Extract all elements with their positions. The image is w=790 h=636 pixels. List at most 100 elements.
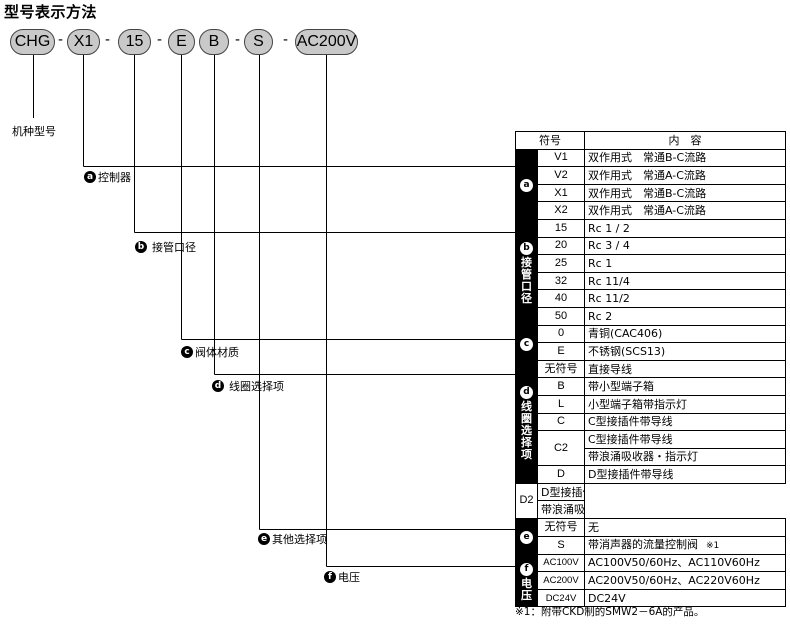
group-d-badge: d 线圈选择项: [515, 359, 538, 484]
row-symbol: 50: [537, 306, 585, 326]
table-row: V2 双作用式 常通A-C流路: [516, 166, 786, 185]
row-content-text: 带消声器的流量控制阀: [588, 537, 698, 551]
row-symbol: 25: [537, 254, 585, 273]
group-a-badge: a: [515, 148, 538, 220]
row-content: Rc 1: [584, 254, 786, 273]
row-symbol: 0: [537, 324, 585, 344]
callout-label: 电压: [338, 571, 360, 584]
row-symbol: C: [537, 412, 585, 432]
row-symbol: B: [537, 377, 585, 396]
header-content: 内 容: [584, 131, 786, 150]
model-segment-other-option: S: [244, 29, 273, 55]
row-content: 不锈钢(SCS13): [584, 342, 786, 361]
group-c-badge: c: [515, 324, 538, 361]
page-title: 型号表示方法: [4, 3, 98, 21]
row-symbol: V1: [537, 148, 585, 168]
row-content: D型接插件带导线: [537, 482, 585, 502]
header-symbol: 符号: [515, 131, 585, 150]
callout-f-voltage: f 电压: [324, 569, 360, 585]
table-row: e 无符号 无: [515, 518, 786, 555]
table-row: a V1 双作用式 常通B-C流路: [515, 148, 786, 220]
spec-table: 符号 内 容 a V1 双作用式 常通B-C流路 V2 双作用式 常通A-C流路…: [515, 131, 786, 608]
row-content-line2: 带浪涌吸收器・指示灯: [584, 447, 786, 467]
row-symbol: 无符号: [537, 359, 585, 379]
table-row: C C型接插件带导线: [516, 412, 786, 432]
badge-a: a: [520, 179, 533, 193]
badge-c: c: [181, 346, 193, 358]
table-row: 50 Rc 2: [516, 306, 786, 326]
row-content: AC200V50/60Hz、AC220V60Hz: [584, 571, 786, 590]
callout-b-port-size: b 接管口径: [135, 239, 196, 255]
separator: -: [105, 31, 110, 48]
row-content: C型接插件带导线: [584, 430, 786, 449]
table-row: b 接管口径 15 Rc 1 / 2: [515, 218, 786, 326]
separator: -: [157, 31, 162, 48]
model-segment-voltage: AC200V: [295, 29, 358, 55]
row-content: Rc 11/2: [584, 289, 786, 308]
badge-c: c: [520, 337, 533, 351]
row-symbol: 40: [537, 289, 585, 308]
row-content-line2: 带浪涌吸收器・指示灯: [537, 500, 585, 520]
badge-d: d: [520, 385, 533, 399]
callout-d-coil-option: d 线圈选择项: [212, 378, 284, 394]
row-content: 双作用式 常通B-C流路: [584, 148, 786, 168]
row-content: 小型端子箱带指示灯: [584, 394, 786, 414]
row-symbol: E: [537, 342, 585, 361]
callout-label: 阀体材质: [195, 346, 239, 359]
table-header-row: 符号 内 容: [515, 131, 786, 150]
model-segment-controller: X1: [67, 29, 100, 55]
row-symbol: X1: [537, 183, 585, 203]
table-row: B 带小型端子箱: [516, 377, 786, 396]
table-row: AC200V AC200V50/60Hz、AC220V60Hz: [516, 571, 786, 590]
table-row: c 0 青铜(CAC406): [515, 324, 786, 361]
badge-e: e: [258, 533, 270, 545]
row-content: C型接插件带导线: [584, 412, 786, 432]
separator: -: [58, 31, 63, 48]
row-content: 双作用式 常通A-C流路: [584, 166, 786, 185]
badge-d: d: [212, 380, 224, 392]
badge-b: b: [520, 242, 533, 256]
row-symbol: 32: [537, 271, 585, 291]
model-segment-series: CHG: [10, 29, 55, 55]
row-content: 青铜(CAC406): [584, 324, 786, 344]
badge-a: a: [84, 171, 96, 183]
table-row: 带浪涌吸收器・指示灯: [516, 500, 786, 520]
row-content: DC24V: [584, 588, 786, 608]
model-segment-port-size: 15: [118, 29, 151, 55]
row-content: 双作用式 常通B-C流路: [584, 183, 786, 203]
table-row: L 小型端子箱带指示灯: [516, 394, 786, 414]
model-segment-body-material: E: [168, 29, 195, 55]
badge-b: b: [135, 241, 147, 253]
callout-label: 线圈选择项: [229, 380, 284, 393]
group-b-vertical-label: 接管口径: [521, 256, 532, 306]
table-row: S 带消声器的流量控制阀※1: [516, 535, 786, 555]
row-content: 带小型端子箱: [584, 377, 786, 396]
group-f-vertical-label: 电压: [521, 576, 532, 602]
row-content: 直接导线: [584, 359, 786, 379]
separator: -: [283, 31, 288, 48]
table-row: X2 双作用式 常通A-C流路: [516, 201, 786, 220]
row-symbol: DC24V: [537, 588, 585, 608]
table-row: X1 双作用式 常通B-C流路: [516, 183, 786, 203]
row-content: Rc 2: [584, 306, 786, 326]
row-content: Rc 1 / 2: [584, 218, 786, 238]
row-content: 带消声器的流量控制阀※1: [584, 535, 786, 555]
badge-f: f: [324, 571, 336, 583]
table-row: f 电压 AC100V AC100V50/60Hz、AC110V60Hz: [515, 553, 786, 608]
table-row: d 线圈选择项 无符号 直接导线: [515, 359, 786, 484]
model-segment-coil-option: B: [199, 29, 229, 55]
callout-label: 控制器: [98, 171, 131, 184]
group-f-badge: f 电压: [515, 553, 538, 608]
table-row: 带浪涌吸收器・指示灯: [516, 447, 786, 467]
row-symbol: S: [537, 535, 585, 555]
separator: -: [235, 31, 240, 48]
row-symbol: C2: [537, 430, 585, 467]
table-row: 32 Rc 11/4: [516, 271, 786, 291]
row-content: D型接插件带导线: [584, 465, 786, 484]
table-row: E 不锈钢(SCS13): [516, 342, 786, 361]
row-content: 双作用式 常通A-C流路: [584, 201, 786, 220]
row-symbol: 15: [537, 218, 585, 238]
row-symbol: D2: [515, 482, 538, 520]
row-symbol: AC200V: [537, 571, 585, 590]
